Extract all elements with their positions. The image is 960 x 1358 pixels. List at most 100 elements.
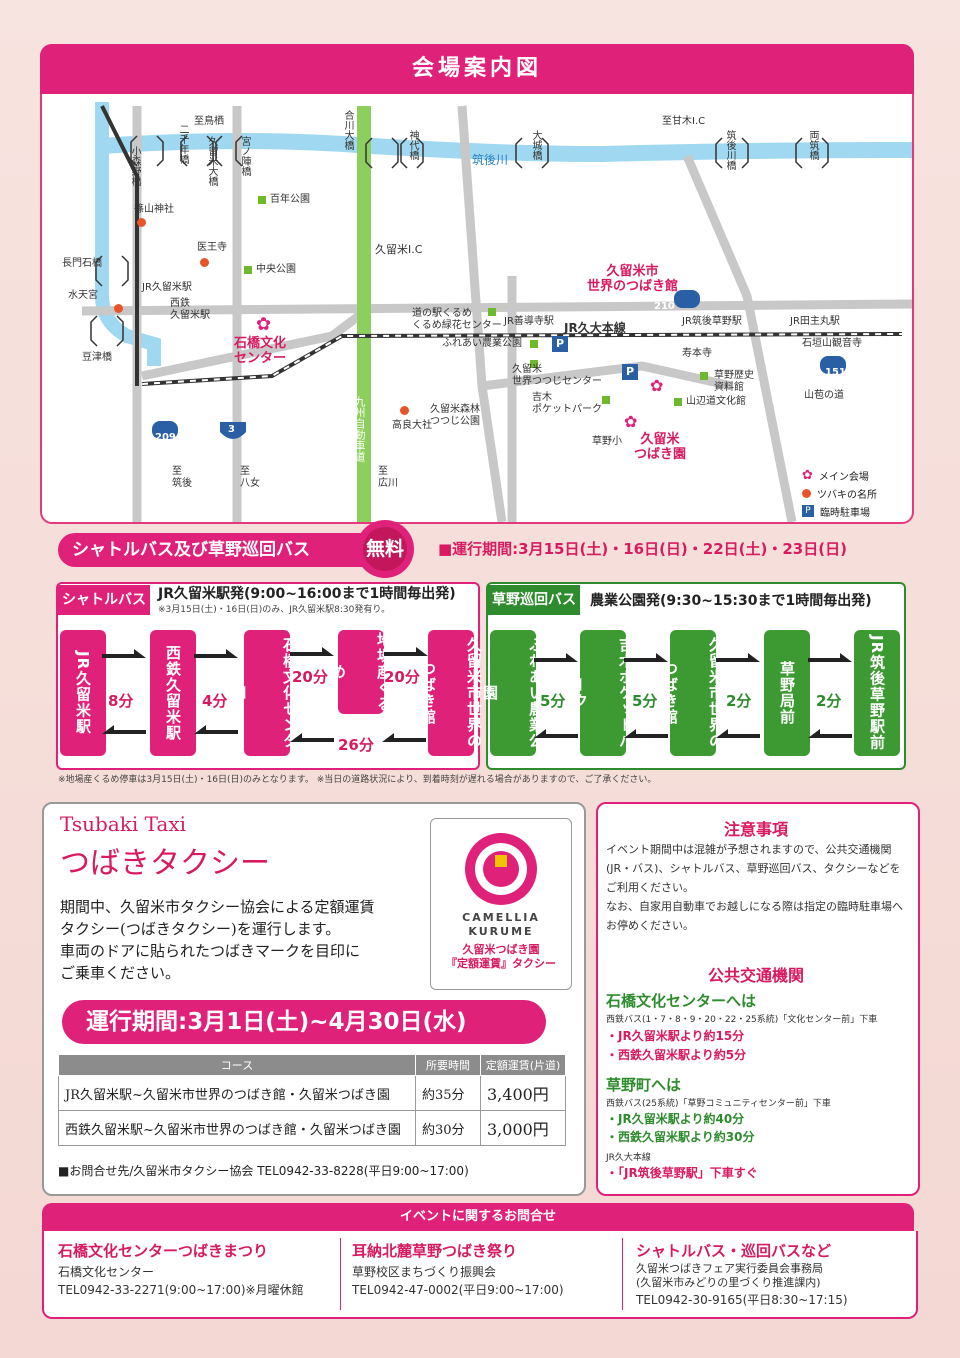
label-ryochiku: 両筑橋 [807,130,818,160]
route-210-label: 210 [654,301,675,312]
shuttle-stop-2: 石橋文化センター [235,630,299,756]
shuttle-route: JR久留米駅発(9:00~16:00まで1時間毎出発) [158,586,456,602]
label-sekai-tsubaki: 久留米市 世界のつばき館 [587,264,679,294]
ishibashi-title: 石橋文化センターへは [606,992,757,1010]
camellia-logo-icon [465,833,537,905]
label-to-chikugo: 至 筑後 [172,466,192,489]
contact-tel-2: TEL0942-30-9165(平日8:30~17:15) [636,1293,848,1307]
label-ishigakiyama: 石垣山観音寺 [802,338,862,349]
contact-title-0: 石橋文化センターつばきまつり [58,1242,269,1260]
spot-iouji [200,258,209,267]
label-yamabe: 山辺道文化館 [686,396,746,407]
arrow-left-icon [194,725,238,734]
main-venue-legend-icon: ✿ [802,467,813,483]
route-209-label: 209 [155,432,176,443]
kusano-route-1: ・JR久留米駅より約40分 [606,1112,745,1126]
main-venue-icon-tsubakien: ✿ [624,412,638,431]
label-to-yame: 至 八女 [240,466,260,489]
route-3-label: 3 [228,424,235,435]
fare-time: 約30分 [415,1110,481,1146]
shuttle-stop-1: 西鉄久留米駅 [150,630,196,756]
label-kosoriya: 小森野橋 [129,146,140,186]
kusano-stop-2: 久留米市世界のつばき館 [661,630,725,756]
kusano-mins-0: 5分 [540,692,566,710]
ic-label: 久留米I.C [375,243,423,256]
label-daijo: 大城橋 [530,130,541,160]
taxi-logo-en2: KURUME [468,925,534,938]
parking-icon: P [552,336,568,352]
taxi-fare-table: コース 所要時間 定額運賃(片道) JR久留米駅~久留米市世界のつばき館・久留米… [58,1054,566,1146]
label-suitengu: 水天宮 [68,290,98,301]
route-151-label: 151 [825,367,846,378]
label-iouji: 医王寺 [197,242,227,253]
contact-tel-1: TEL0942-47-0002(平日9:00~17:00) [352,1283,564,1297]
ishibashi-route-2: ・西鉄久留米駅より約5分 [606,1048,747,1062]
taxi-logo: CAMELLIA KURUME 久留米つばき園 『定額運賃』タクシー [430,818,572,990]
table-row: JR久留米駅~久留米市世界のつばき館・久留米つばき園 約35分 3,400円 [58,1075,566,1111]
spot-suitengu [114,304,123,313]
arrow-left-icon [382,733,426,742]
river-label: 筑後川 [472,153,509,167]
fare-course: 西鉄久留米駅~久留米市世界のつばき館・久留米つばき園 [58,1110,416,1146]
kusano-stop-3: 草野局前 [764,630,810,756]
arrow-right-icon [384,647,428,656]
taxi-description: 期間中、久留米市タクシー協会による定額運賃 タクシー(つばきタクシー)を運行しま… [60,898,375,982]
kusano-route-2: ・西鉄久留米駅より約30分 [606,1130,755,1144]
legend-tsubaki-spot: ツバキの名所 [817,489,877,501]
jr-line-label: JR久大本線 [606,1153,651,1163]
transit-title: 公共交通機関 [707,966,804,985]
venue-map: 210 151 209 3 筑後川 JR久大本線 九州自動車道 久留米I.C 至… [40,44,914,524]
label-to-tosu: 至鳥栖 [194,116,224,127]
contact-org-0: 石橋文化センター [58,1265,155,1279]
arrow-right-icon [194,649,238,658]
ishibashi-route-1: ・JR久留米駅より約15分 [606,1029,745,1043]
label-yoshiki: 吉木 ポケットパーク [532,392,602,415]
arrow-right-icon [290,647,334,656]
ishibashi-bus: 西鉄バス(1・7・8・9・20・22・25系統)「文化センター前」下車 [606,1015,878,1025]
kusano-title: 草野町へは [606,1076,682,1094]
label-kanshiro: 神代橋 [407,130,418,160]
fare-price: 3,000円 [480,1110,566,1146]
free-badge-camellia-icon [356,520,414,578]
arrow-right-icon [534,653,578,662]
spot-chuo [244,266,252,274]
label-kurume-ohashi: 久留米大橋 [206,136,217,186]
contact-org-1: 草野校区まちづくり振興会 [352,1265,497,1279]
kusano-mins-1: 5分 [632,692,658,710]
label-nisen-bashi: 二千年橋 [177,124,188,164]
legend-main-venue: メイン会場 [818,471,869,483]
shuttle-tag: シャトルバス [58,585,150,615]
fare-price: 3,400円 [480,1075,566,1111]
label-jr-zendoji: JR善導寺駅 [504,316,554,327]
label-hyakunen: 百年公園 [270,194,310,205]
contact-divider [622,1238,623,1310]
label-tsubaki-en: 久留米 つばき園 [634,432,687,462]
label-chuo: 中央公園 [256,264,296,275]
shuttle-mins-4: 26分 [338,736,374,754]
spot-shinrin [400,406,409,415]
label-toyotsu: 豆津橋 [82,352,112,363]
label-nagato: 長門石橋 [62,258,102,269]
spot-hyakunen [258,196,266,204]
label-jr-chikugo-kusano: JR筑後草野駅 [682,316,742,327]
main-venue-icon-ishibashi: ✿ [256,314,272,335]
fare-header-price: 定額運賃(片道) [480,1054,566,1076]
shuttle-note: ※3月15日(土)・16日(日)のみ、JR久留米駅8:30発有り。 [158,605,391,615]
contact-title-2: シャトルバス・巡回バスなど [636,1242,832,1260]
label-jr-tanushimaru: JR田主丸駅 [790,316,840,327]
spot-sasayama [137,218,146,227]
caution-panel [596,802,920,1196]
label-michinoeki: 道の駅くるめ くるめ緑花センター [412,308,502,331]
spot-tsutsuji [530,360,538,368]
spot-kusano-rekishi [700,372,708,380]
taxi-title: つばきタクシー [60,846,270,881]
arrow-left-icon [808,729,852,738]
fare-header-course: コース [58,1054,416,1076]
taxi-contact: ■お問合せ先/久留米市タクシー協会 TEL0942-33-8228(平日9:00… [58,1164,469,1178]
label-miyanojin: 宮ノ陣橋 [239,136,250,176]
label-to-hirokawa: 至 広川 [378,466,398,489]
free-badge: 無料 [365,538,404,560]
shuttle-period: ■運行期間:3月15日(土)・16日(日)・22日(土)・23日(日) [438,540,847,558]
kusano-mins-2: 2分 [726,692,752,710]
